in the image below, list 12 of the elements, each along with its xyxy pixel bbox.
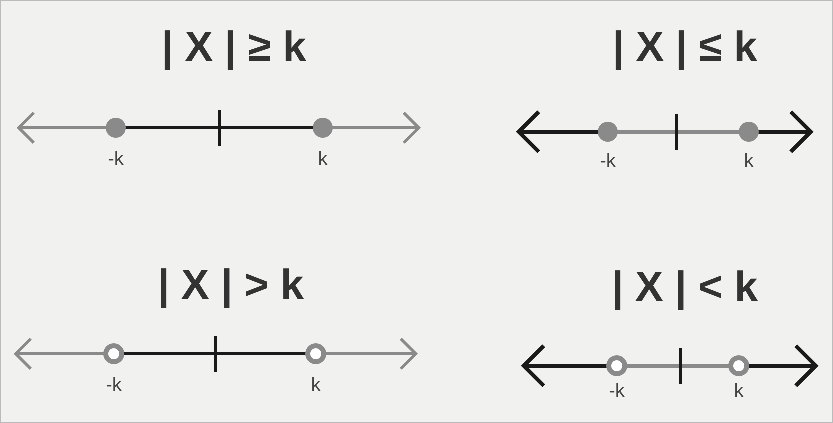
- inequality-heading: | X | ≤ k: [612, 23, 758, 71]
- point-label: k: [318, 149, 328, 171]
- point-label: -k: [106, 375, 122, 397]
- inequality-heading: | X | < k: [612, 263, 758, 311]
- point-label: -k: [600, 151, 616, 173]
- point-label: k: [311, 375, 321, 397]
- point-label: k: [734, 381, 744, 403]
- point-label: -k: [108, 149, 124, 171]
- inequality-heading: | X | > k: [158, 261, 304, 309]
- inequality-heading: | X | ≥ k: [162, 23, 306, 71]
- point-label: -k: [609, 381, 625, 403]
- point-label: k: [744, 151, 754, 173]
